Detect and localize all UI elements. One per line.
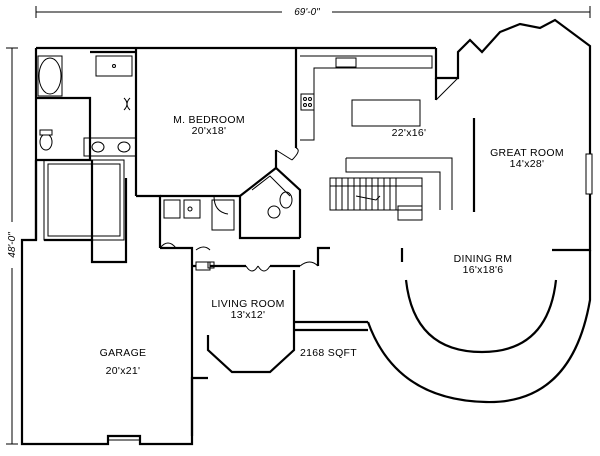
living-room-size: 13'x12' <box>231 309 266 321</box>
sink-icon <box>117 141 131 153</box>
dining-room-name: DINING RM <box>454 253 513 265</box>
sink-icon <box>267 205 281 219</box>
washer-icon <box>163 199 181 219</box>
garage-size: 20'x21' <box>106 365 141 377</box>
kitchen-counter <box>300 55 433 141</box>
great-room-name: GREAT ROOM <box>490 147 564 159</box>
exterior-walls <box>20 18 592 446</box>
closet-shelf <box>43 159 125 241</box>
living-room-name: LIVING ROOM <box>211 298 284 310</box>
vanity-counter <box>83 137 137 157</box>
dining-room-size: 16'x18'6 <box>463 264 504 276</box>
bathtub-icon <box>38 57 62 95</box>
range-icon <box>300 93 315 111</box>
master-bedroom-size: 20'x18' <box>192 125 227 137</box>
overall-width-label: 69'-0" <box>294 7 320 18</box>
master-bath-fixtures <box>37 55 137 241</box>
master-bedroom-name: M. BEDROOM <box>173 114 245 126</box>
kitchen-sink-icon <box>335 57 357 68</box>
closet-door-icons <box>123 97 131 111</box>
kitchen-size: 22'x16' <box>392 127 427 139</box>
utility-box <box>195 261 211 271</box>
kitchen-island <box>351 99 421 127</box>
great-room-window <box>585 153 593 195</box>
laundry-area <box>163 199 235 231</box>
total-area-label: 2168 SQFT <box>300 347 357 359</box>
toilet-icon <box>39 133 53 151</box>
sink-icon <box>91 141 105 153</box>
garage-name: GARAGE <box>100 347 147 359</box>
overall-depth-label: 48'-0" <box>7 232 18 258</box>
kitchen-fixtures <box>300 55 453 210</box>
great-room-size: 14'x28' <box>510 158 545 170</box>
interior-walls <box>34 48 438 436</box>
staircase <box>329 177 423 221</box>
dimension-lines <box>6 6 591 445</box>
door-swings <box>159 77 459 272</box>
hall-bath-fixtures <box>251 175 293 219</box>
shower-icon <box>95 55 133 77</box>
toilet-icon <box>279 191 293 209</box>
garage-door-opening <box>107 436 141 441</box>
